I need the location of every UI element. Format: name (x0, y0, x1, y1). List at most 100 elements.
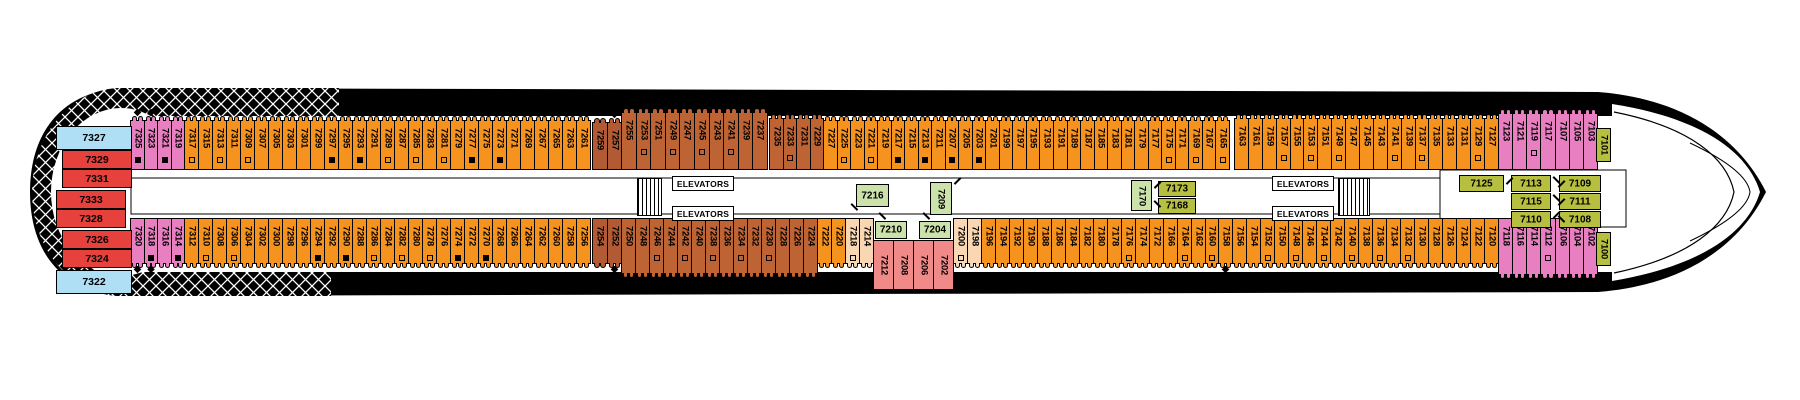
cabin-7142: 7142 (1330, 218, 1345, 268)
diamond-icon: ◆ (1544, 275, 1552, 286)
filled-square-icon (496, 157, 503, 163)
cabin-7154: 7154 (1246, 218, 1262, 268)
balcony-scallop (1570, 109, 1577, 114)
cabin-7297: 7297 (324, 116, 339, 170)
cabin-7312: 7312 (184, 218, 199, 268)
balcony-scallop (311, 116, 318, 121)
balcony-scallop (1209, 116, 1215, 121)
cabin-7301: 7301 (296, 116, 311, 170)
balcony-scallop (629, 108, 636, 113)
balcony-scallop (1164, 263, 1171, 268)
balcony-scallop (656, 273, 663, 278)
balcony-scallop (1323, 263, 1330, 268)
cabin-7303: 7303 (282, 116, 298, 170)
cabin-7191: 7191 (1053, 116, 1068, 170)
balcony-scallop (1519, 274, 1526, 279)
balcony-scallop (1457, 114, 1464, 119)
cabin-7161: 7161 (1248, 114, 1264, 170)
open-square-icon (412, 157, 419, 163)
balcony-scallop (311, 263, 318, 268)
balcony-scallop (541, 116, 548, 121)
cabin-7273: 7273 (492, 116, 507, 170)
cabin-7326: 7326 (62, 230, 132, 249)
cabin-number: 7267 (536, 128, 547, 148)
cabin-7201: 7201 (985, 116, 1000, 170)
diamond-icon: ◆ (610, 264, 619, 275)
balcony-scallop (1225, 263, 1232, 268)
cabin-number: 7171 (1176, 128, 1188, 148)
balcony-scallop (507, 263, 514, 268)
balcony-scallop (884, 116, 891, 121)
balcony-scallop (367, 263, 374, 268)
balcony-scallop (1006, 116, 1012, 121)
balcony-scallop (1527, 109, 1534, 114)
balcony-scallop (1443, 263, 1450, 268)
cabin-number: 7258 (564, 226, 575, 246)
cabin-number: 7137 (1416, 126, 1428, 146)
cabin-number: 7232 (749, 226, 760, 246)
cabin-number: 7109 (1568, 178, 1592, 189)
cabin-7250: 7250 (621, 218, 636, 278)
cabin-number: 7211 (933, 128, 944, 148)
cabin-7328: 7328 (56, 209, 126, 228)
cabin-number: 7204 (923, 224, 947, 236)
balcony-scallop (1590, 109, 1597, 114)
balcony-scallop (608, 263, 615, 268)
cabin-number: 7175 (1163, 128, 1174, 148)
balcony-scallop (429, 116, 436, 121)
cabin-number: 7181 (1122, 128, 1134, 148)
balcony-scallop (1019, 116, 1026, 121)
cabin-7285: 7285 (408, 116, 423, 170)
diamond-icon: ◆ (1544, 100, 1552, 111)
balcony-scallop (684, 273, 691, 278)
balcony-scallop (297, 116, 304, 121)
balcony-scallop (317, 263, 324, 268)
cabin-7211: 7211 (931, 116, 946, 170)
balcony-scallop (1086, 263, 1093, 268)
open-square-icon (440, 157, 447, 163)
cabin-7123: 7123 (1498, 109, 1513, 170)
cabin-7159: 7159 (1262, 114, 1277, 170)
cabin-number: 7291 (368, 128, 379, 148)
cabin-7148: 7148 (1288, 218, 1303, 268)
cabin-7203: 7203 (972, 116, 987, 170)
balcony-scallop (1044, 263, 1051, 268)
cabin-7177: 7177 (1148, 116, 1162, 170)
cabin-7111: 7111 (1559, 193, 1601, 210)
cabin-number: 7201 (987, 128, 998, 148)
balcony-scallop (1141, 116, 1148, 121)
cabin-7212: 7212 (873, 240, 894, 290)
balcony-scallop (1505, 109, 1512, 114)
cabin-number: 7283 (424, 128, 435, 148)
cabin-7217: 7217 (891, 116, 905, 170)
cabin-number: 7102 (1585, 226, 1596, 246)
cabin-number: 7241 (725, 120, 737, 140)
balcony-scallop (178, 116, 184, 121)
cabin-7257: 7257◆ (607, 110, 622, 170)
cabin-number: 7182 (1081, 226, 1092, 246)
balcony-scallop (982, 263, 989, 268)
balcony-scallop (373, 263, 380, 268)
cabin-number: 7129 (1472, 126, 1483, 146)
cabin-7293: 7293 (352, 116, 367, 170)
balcony-scallop (1562, 109, 1569, 114)
balcony-scallop (1233, 263, 1240, 268)
balcony-scallop (1267, 263, 1274, 268)
cabin-number: 7185 (1095, 128, 1107, 148)
cabin-7277: 7277 (464, 116, 479, 170)
cabin-7264: 7264 (520, 218, 535, 268)
cabin-number: 7136 (1374, 226, 1385, 246)
cabin-7190: 7190 (1023, 218, 1038, 268)
open-square-icon (787, 155, 793, 161)
balcony-scallop (1408, 114, 1415, 119)
cabin-number: 7111 (1569, 196, 1591, 207)
balcony-scallop (716, 108, 723, 113)
cabin-7120: 7120 (1484, 218, 1499, 268)
balcony-scallop (247, 116, 254, 121)
balcony-scallop (1338, 114, 1345, 119)
cabin-7208: 7208 (893, 240, 914, 290)
balcony-scallop (1533, 109, 1540, 114)
cabin-7315: 7315 (198, 116, 213, 170)
balcony-scallop (1195, 116, 1202, 121)
cabin-7279: 7279 (450, 116, 465, 170)
